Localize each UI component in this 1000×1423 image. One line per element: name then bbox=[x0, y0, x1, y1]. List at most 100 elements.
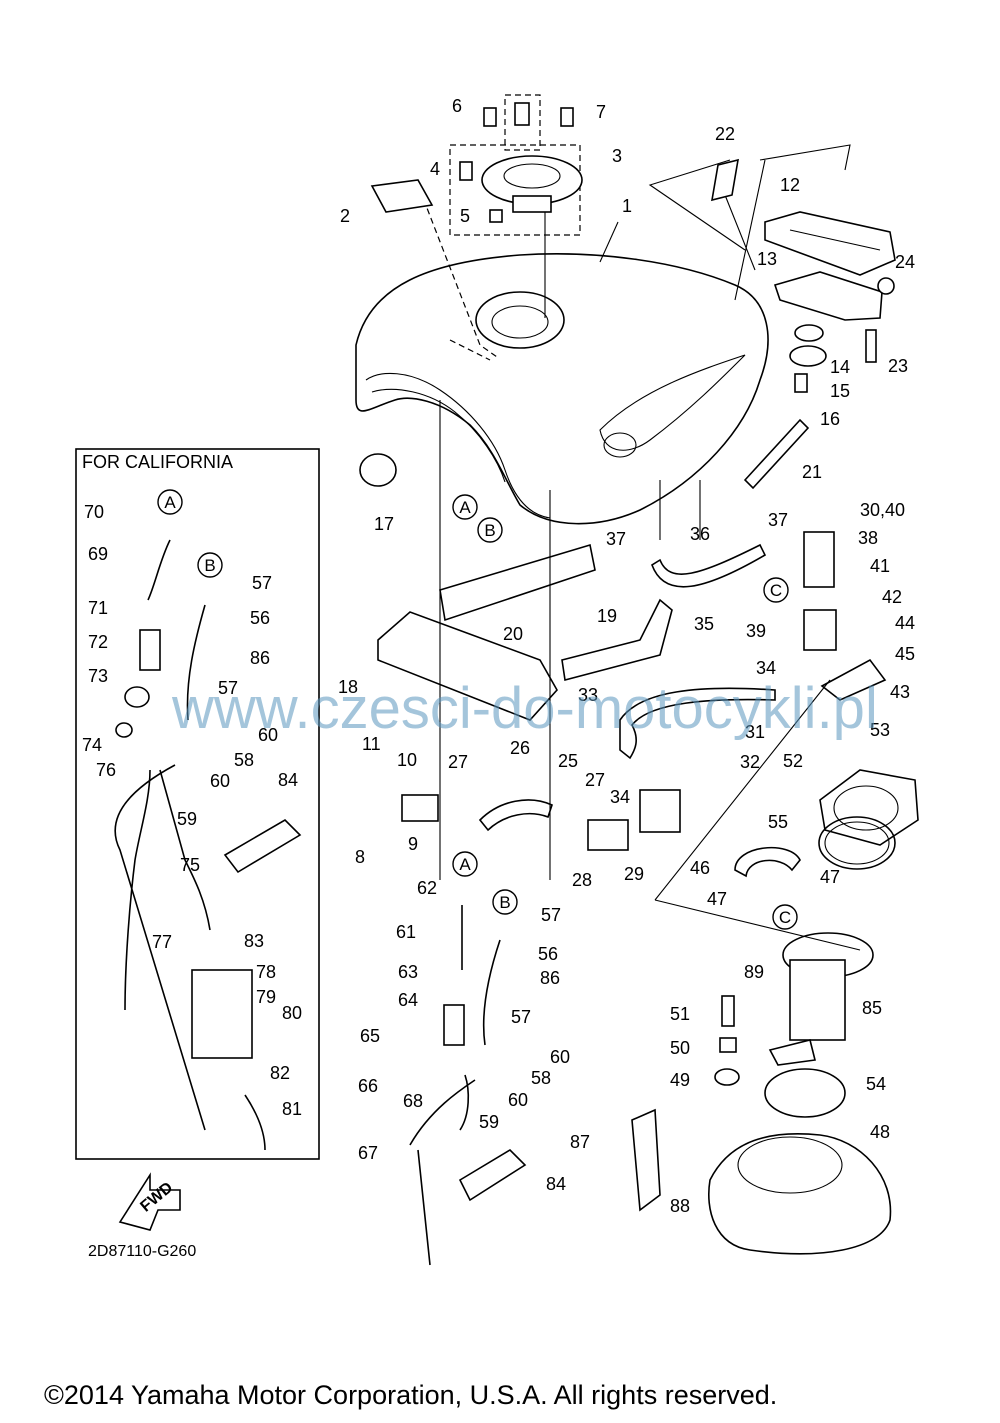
part-label: 59 bbox=[177, 809, 197, 829]
part-label: 66 bbox=[358, 1076, 378, 1096]
part-label: 6 bbox=[452, 96, 462, 116]
bracket-43 bbox=[820, 658, 887, 701]
part-label: 7 bbox=[596, 102, 606, 122]
svg-text:B: B bbox=[204, 556, 215, 575]
bolt-51 bbox=[721, 995, 735, 1027]
watermark-text: www.czesci-do-motocykli.pl bbox=[171, 676, 878, 741]
part-label: 73 bbox=[88, 666, 108, 686]
part-label: 89 bbox=[744, 962, 764, 982]
bracket-87 bbox=[631, 1108, 661, 1212]
part-label: 15 bbox=[830, 381, 850, 401]
part-label: 86 bbox=[540, 968, 560, 988]
part-label: 14 bbox=[830, 357, 850, 377]
decal-2 bbox=[370, 179, 434, 213]
part-label: 52 bbox=[783, 751, 803, 771]
ca-canister-78 bbox=[191, 969, 253, 1059]
hose-67 bbox=[409, 1079, 476, 1266]
part-label: 61 bbox=[396, 922, 416, 942]
part-label: 69 bbox=[88, 544, 108, 564]
callout-a-tank: A bbox=[452, 494, 478, 520]
part-label: 34 bbox=[610, 787, 630, 807]
part-label: 58 bbox=[531, 1068, 551, 1088]
filler-cap-assembly bbox=[449, 94, 583, 236]
bracket-84-center bbox=[458, 1148, 527, 1202]
part-label: 27 bbox=[448, 752, 468, 772]
callout-a-ca: A bbox=[157, 489, 183, 515]
svg-text:A: A bbox=[164, 493, 176, 512]
part-label: 77 bbox=[152, 932, 172, 952]
part-label: 59 bbox=[479, 1112, 499, 1132]
part-label: 31 bbox=[745, 722, 765, 742]
hose-46 bbox=[734, 846, 801, 878]
housing-48 bbox=[708, 1133, 892, 1255]
part-label: 79 bbox=[256, 987, 276, 1007]
part-label: 64 bbox=[398, 990, 418, 1010]
drawing-code: 2D87110-G260 bbox=[88, 1243, 196, 1260]
cap-17 bbox=[359, 453, 397, 487]
part-label: 76 bbox=[96, 760, 116, 780]
part-label: 18 bbox=[338, 677, 358, 697]
part-label: 30,40 bbox=[860, 500, 905, 520]
part-label: 9 bbox=[408, 834, 418, 854]
ca-clamp-73 bbox=[124, 686, 150, 708]
part-label: 1 bbox=[622, 196, 632, 216]
part-label: 56 bbox=[250, 608, 270, 628]
hose-36 bbox=[651, 543, 767, 588]
ca-hose-59 bbox=[114, 764, 206, 1131]
part-label: 35 bbox=[694, 614, 714, 634]
pump-38 bbox=[803, 531, 835, 588]
part-label: 58 bbox=[234, 750, 254, 770]
part-label: 87 bbox=[570, 1132, 590, 1152]
part-label: 24 bbox=[895, 252, 915, 272]
svg-text:C: C bbox=[770, 581, 782, 600]
part-label: 54 bbox=[866, 1074, 886, 1094]
svg-text:A: A bbox=[459, 498, 471, 517]
part-label: 85 bbox=[862, 998, 882, 1018]
ca-filter-72 bbox=[139, 629, 161, 671]
part-label: 10 bbox=[397, 750, 417, 770]
part-label: 29 bbox=[624, 864, 644, 884]
part-labels: 1 2 3 4 5 6 7 8 9 10 11 12 13 14 15 16 1… bbox=[82, 96, 915, 1216]
callout-b-ca: B bbox=[197, 552, 223, 578]
part-label: 20 bbox=[503, 624, 523, 644]
part-label: 16 bbox=[820, 409, 840, 429]
part-label: 67 bbox=[358, 1143, 378, 1163]
part-label: 72 bbox=[88, 632, 108, 652]
part-label: 37 bbox=[768, 510, 788, 530]
part-label: 55 bbox=[768, 812, 788, 832]
damper-14 bbox=[794, 324, 824, 342]
fuel-pump-89 bbox=[768, 932, 874, 1066]
part-label: 51 bbox=[670, 1004, 690, 1024]
part-label: 57 bbox=[218, 678, 238, 698]
part-label: 78 bbox=[256, 962, 276, 982]
valve-28 bbox=[587, 819, 629, 851]
collar-15 bbox=[789, 345, 827, 367]
part-label: 42 bbox=[882, 587, 902, 607]
part-label: 13 bbox=[757, 249, 777, 269]
part-label: 53 bbox=[870, 720, 890, 740]
part-label: 46 bbox=[690, 858, 710, 878]
callout-a-center: A bbox=[452, 851, 478, 877]
decal-22 bbox=[711, 158, 739, 202]
ca-hose-75 bbox=[124, 769, 211, 1011]
callout-c-pump: C bbox=[763, 577, 789, 603]
part-label: 45 bbox=[895, 644, 915, 664]
o-ring-54 bbox=[764, 1068, 846, 1118]
part-label: 38 bbox=[858, 528, 878, 548]
forward-arrow-icon: FWD bbox=[118, 1172, 181, 1231]
part-label: 32 bbox=[740, 752, 760, 772]
hose-59 bbox=[459, 1074, 470, 1131]
callout-b-tank: B bbox=[477, 517, 503, 543]
part-label: 25 bbox=[558, 751, 578, 771]
part-label: 23 bbox=[888, 356, 908, 376]
part-label: 82 bbox=[270, 1063, 290, 1083]
strip-21 bbox=[743, 418, 810, 490]
cap-nut-24 bbox=[877, 277, 895, 295]
part-label: 83 bbox=[244, 931, 264, 951]
ca-hose-69 bbox=[147, 539, 171, 601]
part-label: 84 bbox=[546, 1174, 566, 1194]
part-label: 33 bbox=[578, 685, 598, 705]
cap-49 bbox=[714, 1068, 740, 1086]
part-label: 2 bbox=[340, 206, 350, 226]
part-label: 4 bbox=[430, 159, 440, 179]
